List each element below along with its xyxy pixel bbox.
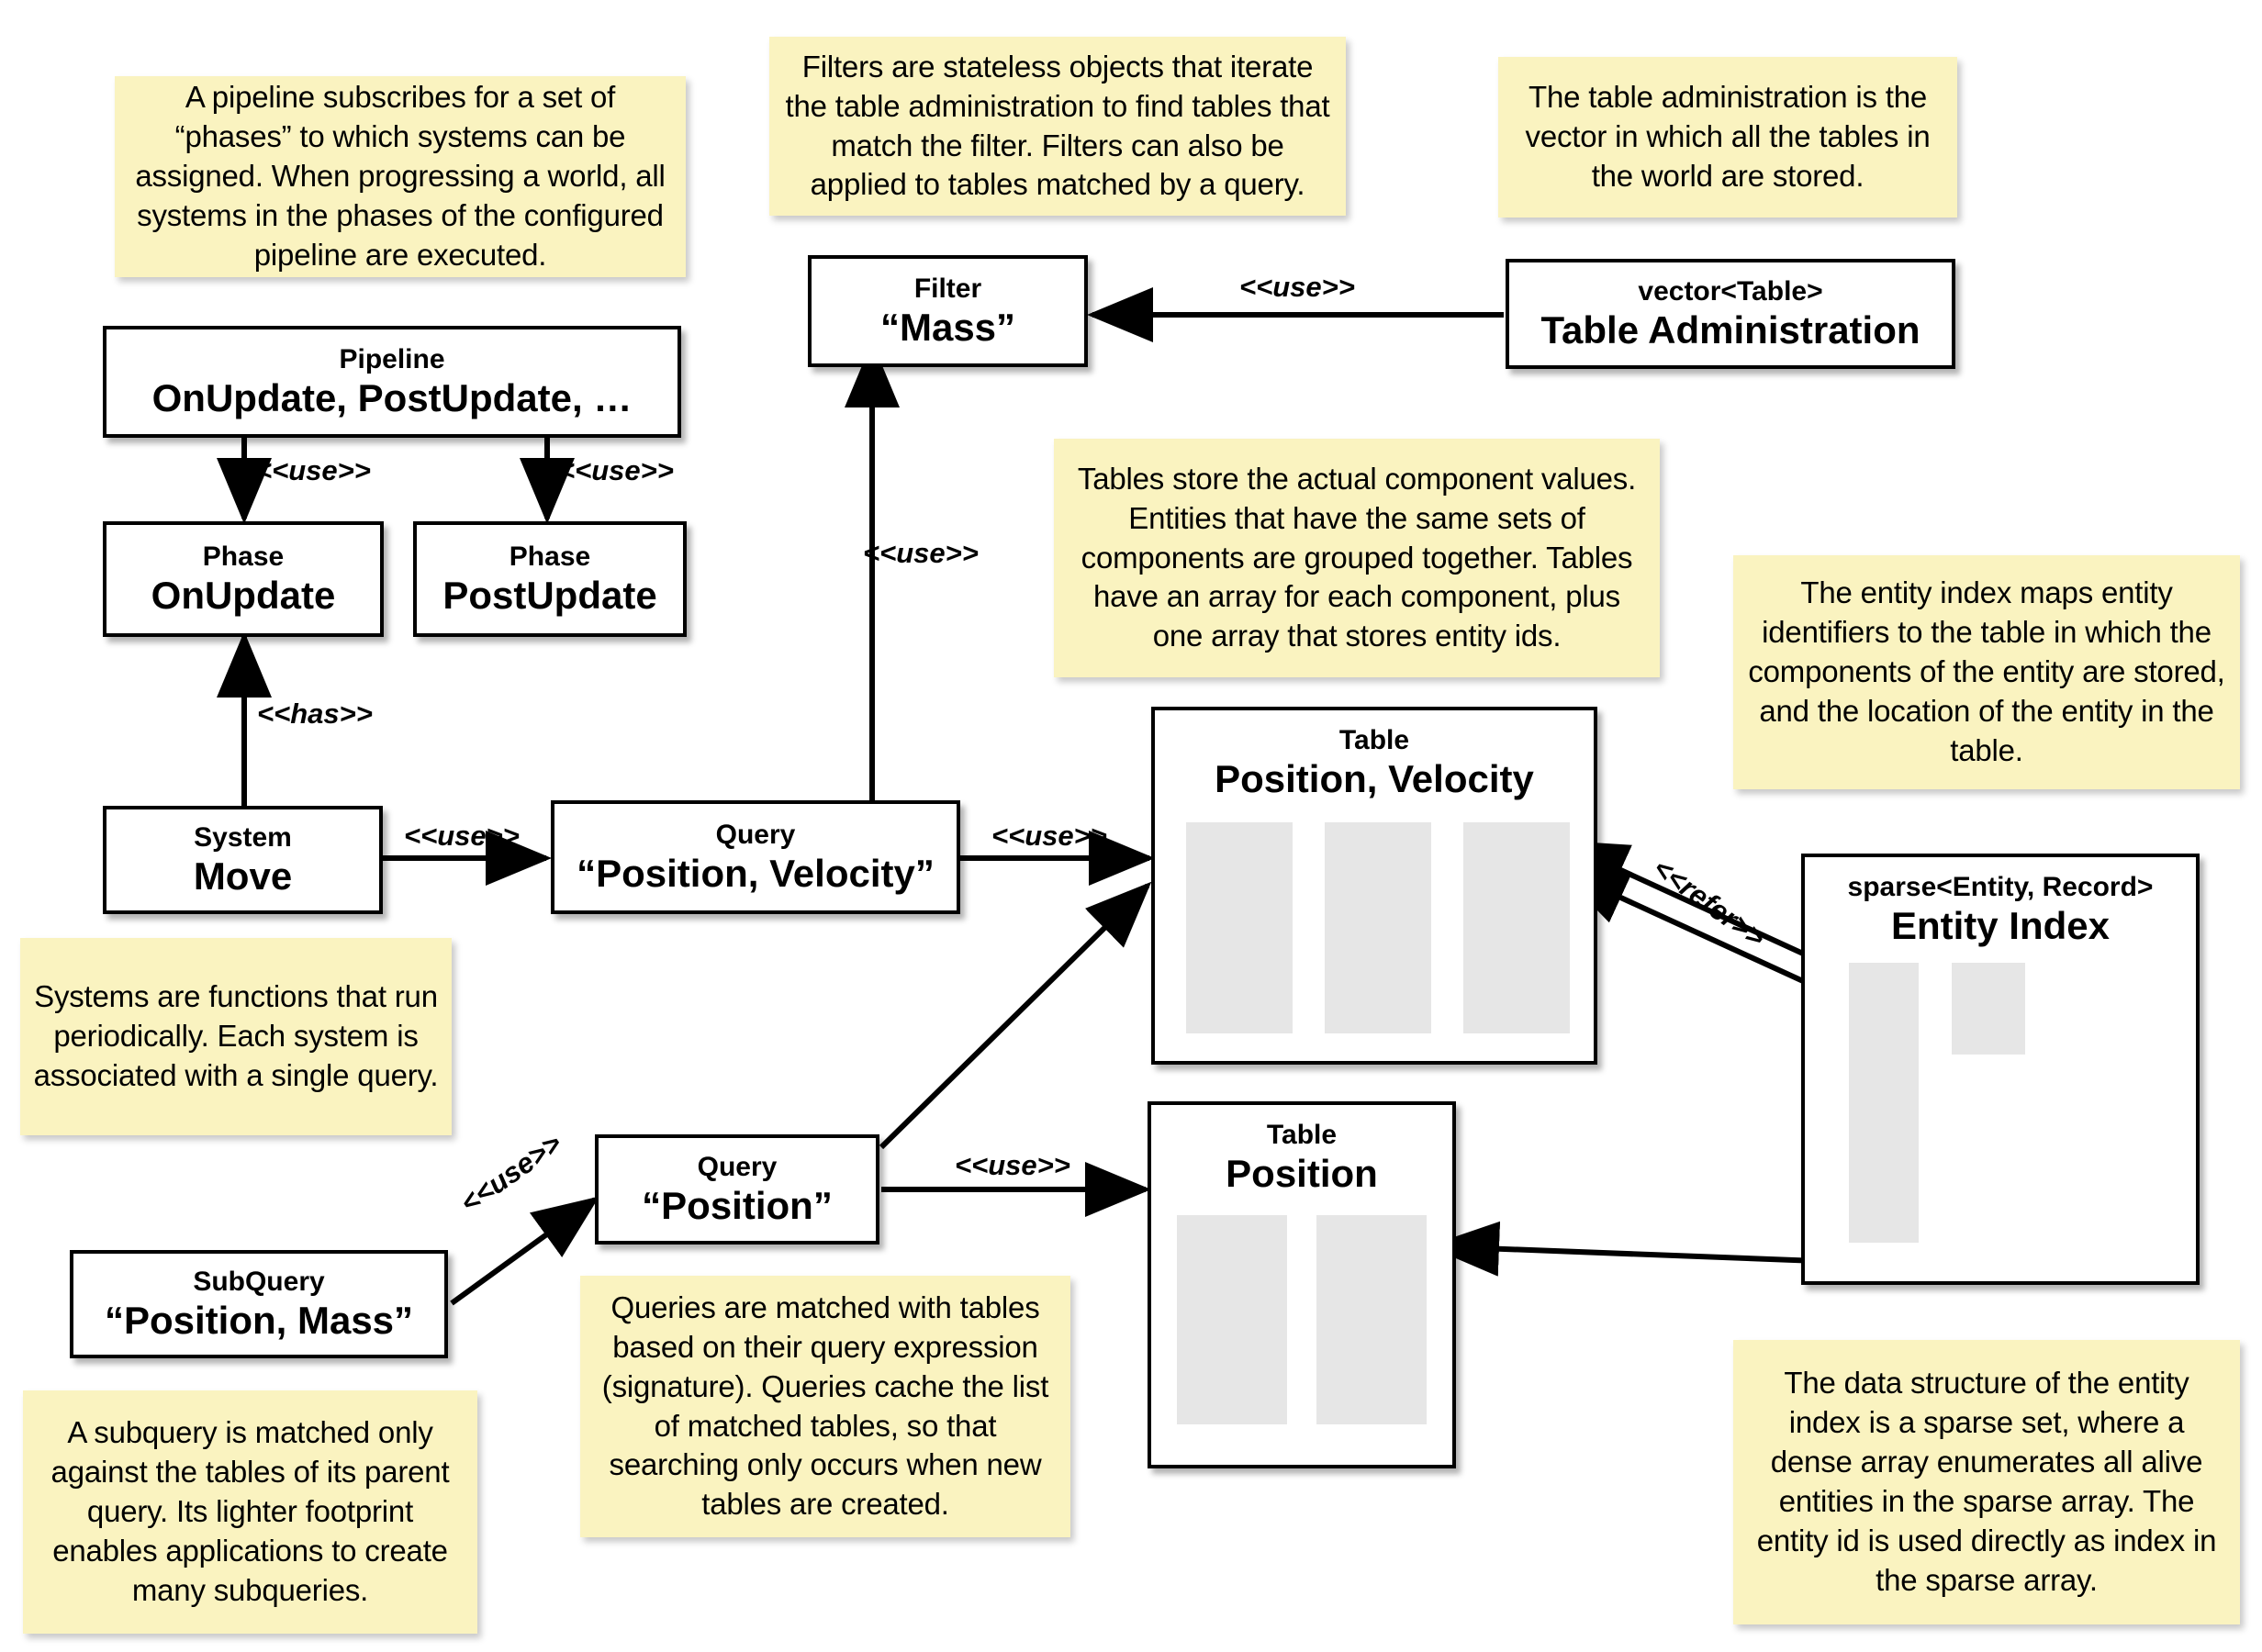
- box-phase-postupdate-stereotype: Phase: [509, 541, 591, 572]
- box-query-position-stereotype: Query: [697, 1151, 778, 1182]
- note-sparse-set: The data structure of the entity index i…: [1733, 1340, 2240, 1624]
- box-subquery-position-mass[interactable]: SubQuery “Position, Mass”: [70, 1250, 448, 1358]
- box-filter-mass[interactable]: Filter “Mass”: [808, 255, 1088, 367]
- note-systems-text: Systems are functions that run periodica…: [33, 979, 439, 1092]
- box-table-administration-stereotype: vector<Table>: [1638, 275, 1823, 307]
- box-table-position-velocity-stereotype: Table: [1338, 725, 1410, 755]
- box-entity-index-stereotype: sparse<Entity, Record>: [1847, 872, 2154, 902]
- note-entity-index-text: The entity index maps entity identifiers…: [1748, 575, 2225, 767]
- edge-label-query-uses-filter: <<use>>: [863, 537, 979, 569]
- note-tables-text: Tables store the actual component values…: [1077, 461, 1637, 653]
- box-subquery-position-mass-stereotype: SubQuery: [193, 1266, 325, 1297]
- note-pipeline: A pipeline subscribes for a set of “phas…: [115, 76, 686, 277]
- note-pipeline-text: A pipeline subscribes for a set of “phas…: [135, 80, 666, 272]
- edge-label-entityindex-refer-table: <<refer>>: [1647, 852, 1772, 954]
- note-queries-text: Queries are matched with tables based on…: [601, 1289, 1049, 1522]
- edge-label-querypos-uses-table: <<use>>: [955, 1149, 1070, 1181]
- note-filter-text: Filters are stateless objects that itera…: [785, 49, 1330, 202]
- box-table-position[interactable]: Table Position: [1148, 1101, 1456, 1468]
- box-table-administration[interactable]: vector<Table> Table Administration: [1506, 259, 1955, 369]
- note-systems: Systems are functions that run periodica…: [20, 938, 452, 1135]
- box-pipeline-title: OnUpdate, PostUpdate, …: [151, 375, 633, 419]
- table-position-velocity-columns: [1186, 822, 1570, 1033]
- table-column: [1177, 1215, 1287, 1424]
- note-queries: Queries are matched with tables based on…: [580, 1276, 1070, 1537]
- entity-index-dense-array: [1952, 963, 2025, 1055]
- box-phase-onupdate-stereotype: Phase: [202, 541, 285, 572]
- box-table-administration-title: Table Administration: [1540, 307, 1920, 352]
- box-system-move-stereotype: System: [194, 821, 292, 853]
- note-subquery: A subquery is matched only against the t…: [23, 1390, 477, 1634]
- box-query-position-velocity-stereotype: Query: [715, 819, 796, 850]
- box-system-move[interactable]: System Move: [103, 806, 383, 914]
- box-system-move-title: Move: [193, 854, 293, 898]
- note-tables: Tables store the actual component values…: [1054, 439, 1660, 677]
- box-query-position-velocity[interactable]: Query “Position, Velocity”: [551, 800, 960, 914]
- box-table-position-stereotype: Table: [1266, 1120, 1338, 1150]
- box-phase-postupdate-title: PostUpdate: [442, 573, 657, 617]
- note-table-administration-text: The table administration is the vector i…: [1525, 80, 1931, 193]
- box-entity-index-title: Entity Index: [1890, 904, 2111, 947]
- box-query-position[interactable]: Query “Position”: [595, 1134, 879, 1245]
- note-entity-index: The entity index maps entity identifiers…: [1733, 555, 2240, 789]
- edge-label-pipeline-onupdate: <<use>>: [255, 454, 371, 486]
- table-column: [1325, 822, 1431, 1033]
- edge-label-subquery-uses-query: <<use>>: [454, 1126, 568, 1220]
- table-position-columns: [1177, 1215, 1427, 1424]
- entity-index-sparse-array: [1849, 963, 1919, 1243]
- box-phase-onupdate-title: OnUpdate: [151, 573, 336, 617]
- edge-label-system-uses-query: <<use>>: [404, 820, 520, 852]
- table-column: [1186, 822, 1293, 1033]
- box-filter-mass-title: “Mass”: [879, 305, 1016, 349]
- note-subquery-text: A subquery is matched only against the t…: [50, 1415, 450, 1607]
- table-column: [1463, 822, 1570, 1033]
- note-filter: Filters are stateless objects that itera…: [769, 37, 1346, 216]
- edge-label-system-has-phase: <<has>>: [257, 698, 373, 730]
- note-sparse-set-text: The data structure of the entity index i…: [1756, 1366, 2217, 1597]
- box-phase-postupdate[interactable]: Phase PostUpdate: [413, 521, 687, 637]
- box-query-position-velocity-title: “Position, Velocity”: [577, 851, 935, 895]
- edge-label-query-uses-table: <<use>>: [991, 820, 1107, 852]
- box-pipeline-stereotype: Pipeline: [339, 343, 445, 374]
- box-table-position-velocity[interactable]: Table Position, Velocity: [1151, 707, 1597, 1065]
- box-query-position-title: “Position”: [642, 1183, 833, 1227]
- box-phase-onupdate[interactable]: Phase OnUpdate: [103, 521, 384, 637]
- box-pipeline[interactable]: Pipeline OnUpdate, PostUpdate, …: [103, 326, 681, 438]
- box-entity-index[interactable]: sparse<Entity, Record> Entity Index: [1801, 854, 2200, 1285]
- box-table-position-velocity-title: Position, Velocity: [1215, 757, 1534, 800]
- box-subquery-position-mass-title: “Position, Mass”: [104, 1298, 414, 1342]
- edge-label-pipeline-postupdate: <<use>>: [558, 454, 674, 486]
- box-table-position-title: Position: [1226, 1152, 1378, 1195]
- note-table-administration: The table administration is the vector i…: [1498, 57, 1957, 218]
- edge-label-tableadmin-uses-filter: <<use>>: [1239, 271, 1355, 303]
- table-column: [1316, 1215, 1427, 1424]
- box-filter-mass-stereotype: Filter: [913, 273, 982, 304]
